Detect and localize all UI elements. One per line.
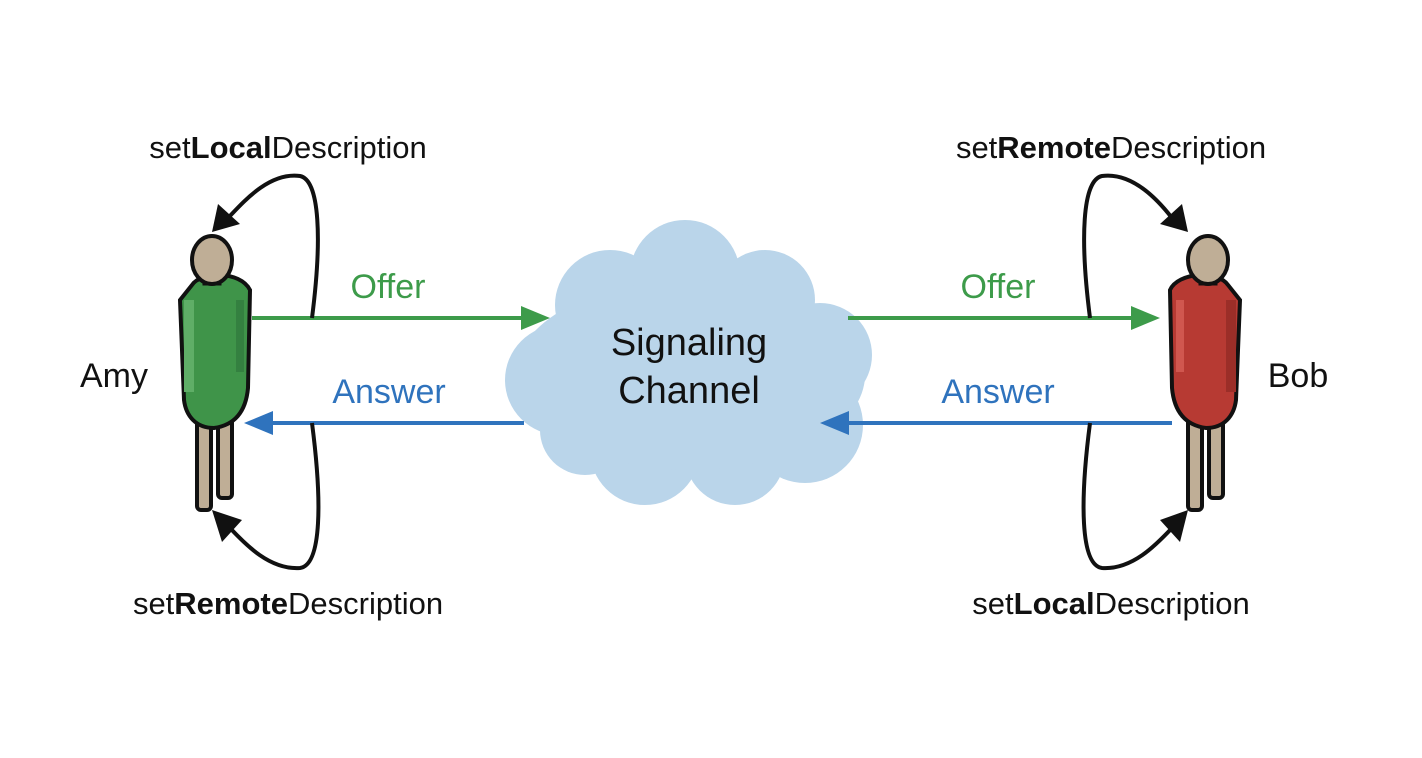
amy-name-label: Amy bbox=[80, 357, 148, 395]
signaling-channel-cloud: Signaling Channel bbox=[505, 220, 872, 505]
amy-bottom-loop-label: setRemoteDescription bbox=[133, 586, 443, 621]
offer-arrow-right bbox=[848, 306, 1160, 330]
offer-label-right: Offer bbox=[961, 268, 1036, 306]
answer-arrow-right bbox=[820, 411, 1172, 435]
bob-figure bbox=[1167, 234, 1243, 512]
cloud-label-line2: Channel bbox=[618, 370, 760, 412]
bob-top-loop-label: setRemoteDescription bbox=[956, 130, 1266, 165]
bob-top-loop-arrow bbox=[1082, 173, 1188, 319]
amy-top-loop-label: setLocalDescription bbox=[149, 130, 426, 165]
amy-bottom-loop-arrow bbox=[212, 422, 321, 571]
bob-name-label: Bob bbox=[1268, 357, 1329, 395]
bob-bottom-loop-label: setLocalDescription bbox=[972, 586, 1249, 621]
answer-arrow-left bbox=[244, 411, 524, 435]
offer-arrow-left bbox=[252, 306, 550, 330]
answer-label-right: Answer bbox=[941, 373, 1054, 411]
cloud-label-line1: Signaling bbox=[611, 322, 767, 364]
bob-bottom-loop-arrow bbox=[1081, 422, 1188, 571]
answer-label-left: Answer bbox=[332, 373, 445, 411]
offer-label-left: Offer bbox=[351, 268, 426, 306]
amy-figure bbox=[177, 234, 253, 512]
amy-top-loop-arrow bbox=[212, 173, 320, 319]
